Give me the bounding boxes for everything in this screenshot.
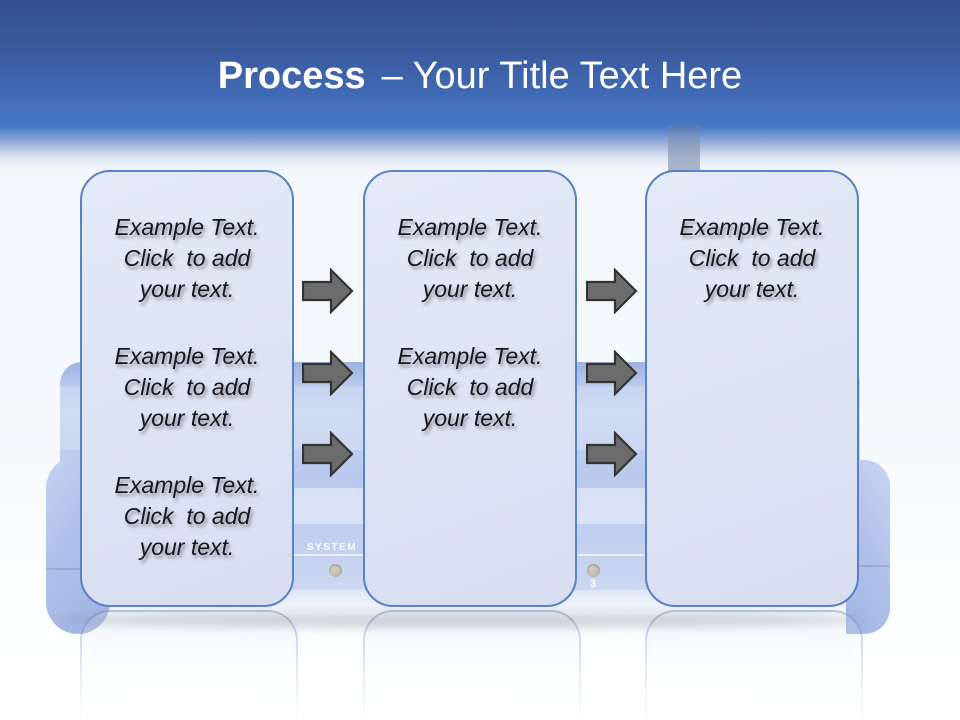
device-led <box>587 564 600 577</box>
device-system-label: SYSTEM <box>306 542 358 553</box>
process-box-step-3[interactable]: Example Text. Click to add your text. <box>645 170 859 607</box>
slide-title[interactable]: Process – Your Title Text Here <box>0 52 960 100</box>
box-reflection <box>80 610 298 720</box>
process-box-step-1[interactable]: Example Text. Click to add your text. Ex… <box>80 170 294 607</box>
arrow-right-icon <box>586 431 638 477</box>
placeholder-text[interactable]: Example Text. Click to add your text. <box>114 343 260 431</box>
placeholder-text[interactable]: Example Text. Click to add your text. <box>679 214 825 302</box>
arrow-right-icon <box>302 268 354 314</box>
slide-title-placeholder: – Your Title Text Here <box>381 55 743 97</box>
box-reflection <box>363 610 581 720</box>
box-reflection <box>645 610 863 720</box>
arrow-right-icon <box>302 431 354 477</box>
placeholder-text[interactable]: Example Text. Click to add your text. <box>114 472 260 560</box>
title-bar: Process – Your Title Text Here <box>0 0 960 178</box>
device-cap-seam <box>848 565 890 567</box>
device-cap-seam <box>46 568 108 570</box>
device-port-number: 3 <box>589 578 597 590</box>
arrow-right-icon <box>586 268 638 314</box>
arrow-right-icon <box>586 350 638 396</box>
device-led <box>329 564 342 577</box>
device-shadow <box>54 612 866 628</box>
placeholder-text[interactable]: Example Text. Click to add your text. <box>397 343 543 431</box>
slide-title-keyword: Process <box>217 55 366 97</box>
placeholder-text[interactable]: Example Text. Click to add your text. <box>114 214 260 302</box>
arrow-right-icon <box>302 350 354 396</box>
process-box-step-2[interactable]: Example Text. Click to add your text. Ex… <box>363 170 577 607</box>
placeholder-text[interactable]: Example Text. Click to add your text. <box>397 214 543 302</box>
device-antenna <box>668 124 700 174</box>
